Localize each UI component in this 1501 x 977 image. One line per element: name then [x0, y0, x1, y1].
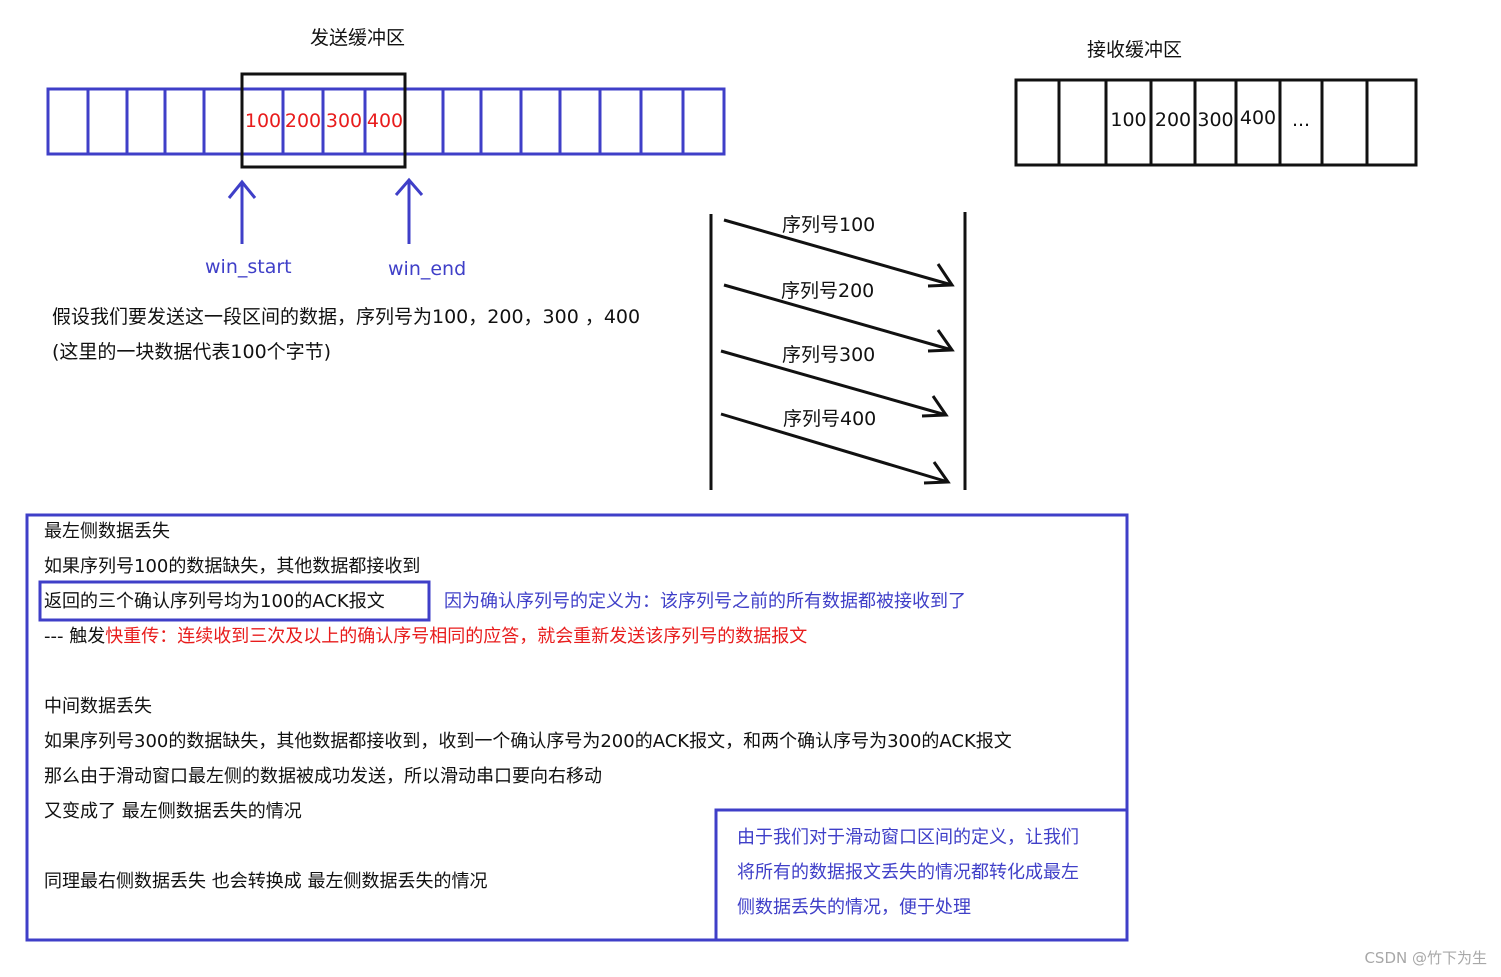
- send-description-2: (这里的一块数据代表100个字节): [52, 341, 332, 363]
- note-box: [714, 808, 1129, 942]
- left-loss-line-1: 如果序列号100的数据缺失，其他数据都接收到: [44, 556, 421, 577]
- note-line: 侧数据丢失的情况，便于处理: [737, 897, 971, 918]
- win-end-label: win_end: [388, 258, 467, 280]
- ack-reason: 因为确认序列号的定义为：该序列号之前的所有数据都被接收到了: [444, 591, 966, 612]
- win-start-label: win_start: [205, 256, 292, 278]
- fast-retransmit-text: 快重传：连续收到三次及以上的确认序号相同的应答，就会重新发送该序列号的数据报文: [105, 626, 808, 647]
- recv-cell-value: 200: [1154, 109, 1192, 131]
- middle-loss-title: 中间数据丢失: [44, 696, 152, 717]
- ack-highlight-box: [38, 580, 431, 622]
- note-line: 将所有的数据报文丢失的情况都转化成最左: [737, 862, 1079, 883]
- fast-retransmit-line: --- 触发快重传：连续收到三次及以上的确认序号相同的应答，就会重新发送该序列号…: [44, 624, 807, 650]
- sequence-message: 序列号300: [782, 344, 876, 366]
- send-cell-value: 200: [284, 110, 322, 132]
- fast-retransmit-prefix: --- 触发: [44, 626, 106, 647]
- win-end-arrow: [394, 177, 424, 244]
- sequence-diagram-lines: [709, 212, 967, 490]
- sequence-message: 序列号100: [782, 214, 876, 236]
- win-start-arrow: [227, 179, 257, 244]
- send-cell-value: 400: [366, 110, 404, 132]
- sequence-message: 序列号200: [781, 280, 875, 302]
- send-description-1: 假设我们要发送这一段区间的数据，序列号为100，200，300 ，400: [52, 306, 641, 328]
- recv-cell-value: 100: [1110, 109, 1147, 131]
- send-buffer-title: 发送缓冲区: [310, 27, 406, 49]
- send-cell-value: 300: [325, 110, 363, 132]
- recv-cell-value: 300: [1197, 109, 1234, 131]
- send-cell-value: 100: [244, 110, 282, 132]
- recv-buffer-cells: [1014, 78, 1418, 167]
- send-window-frame: [240, 72, 407, 169]
- note-line: 由于我们对于滑动窗口区间的定义，让我们: [737, 827, 1079, 848]
- left-loss-line-2: 返回的三个确认序列号均为100的ACK报文: [44, 591, 385, 612]
- middle-loss-line-2: 那么由于滑动窗口最左侧的数据被成功发送，所以滑动串口要向右移动: [44, 766, 602, 787]
- explanation-box: [25, 513, 1129, 942]
- left-loss-title: 最左侧数据丢失: [44, 521, 170, 542]
- middle-loss-line-1: 如果序列号300的数据缺失，其他数据都接收到，收到一个确认序号为200的ACK报…: [44, 731, 1012, 752]
- sequence-message: 序列号400: [783, 408, 877, 430]
- recv-cell-ellipsis: ...: [1291, 109, 1311, 131]
- right-loss-line: 同理最右侧数据丢失 也会转换成 最左侧数据丢失的情况: [44, 871, 488, 892]
- watermark: CSDN @竹下为生: [1364, 949, 1487, 967]
- middle-loss-line-3: 又变成了 最左侧数据丢失的情况: [44, 801, 302, 822]
- recv-buffer-title: 接收缓冲区: [1087, 39, 1183, 61]
- send-buffer-cells: [46, 87, 726, 156]
- recv-cell-value: 400: [1239, 107, 1277, 129]
